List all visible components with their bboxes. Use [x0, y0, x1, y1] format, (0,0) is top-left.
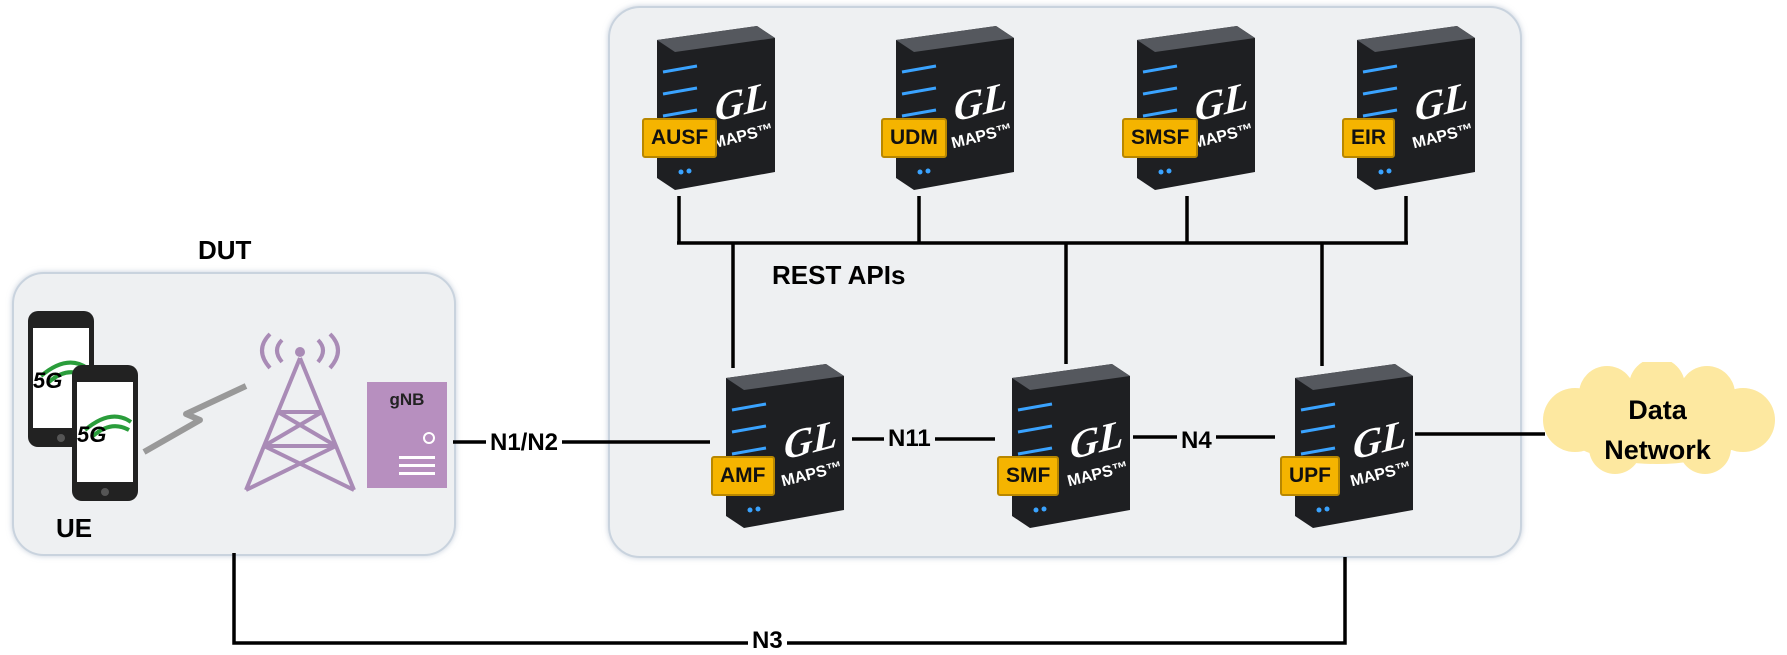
n3-label: N3: [748, 627, 787, 655]
dut-title: DUT: [198, 235, 252, 265]
rest-apis-label: REST APIs: [768, 260, 910, 291]
gnb-label: gNB: [389, 390, 425, 409]
ue-label: UE: [56, 513, 93, 543]
ausf-tag: AUSF: [642, 118, 718, 158]
amf-tag: AMF: [711, 456, 775, 496]
upf-tag: UPF: [1280, 456, 1340, 496]
udm-tag: UDM: [881, 118, 947, 158]
gnb-unit: gNB: [367, 382, 447, 488]
cell-tower-icon: [244, 332, 356, 492]
udm-server: GL MAPS™ UDM: [876, 22, 1016, 192]
cloud-icon: [1543, 362, 1775, 474]
smsf-server: GL MAPS™ SMSF: [1117, 22, 1257, 192]
phone-badge: 5G: [33, 368, 63, 393]
eir-server: GL MAPS™ EIR: [1337, 22, 1477, 192]
power-icon: [423, 432, 435, 444]
ausf-server: GL MAPS™ AUSF: [637, 22, 777, 192]
upf-server: GL MAPS™ UPF: [1275, 360, 1415, 530]
phone-icon: [72, 365, 138, 501]
smsf-tag: SMSF: [1122, 118, 1199, 158]
phone-badge: 5G: [77, 422, 107, 447]
vent-line: [399, 472, 435, 475]
data-network-label: Data Network: [1535, 390, 1780, 470]
smf-tag: SMF: [997, 456, 1060, 496]
eir-tag: EIR: [1342, 118, 1396, 158]
wireless-link-icon: [142, 383, 248, 455]
n1n2-label: N1/N2: [486, 429, 563, 457]
data-network-line1: Data: [1628, 395, 1687, 425]
amf-server: GL MAPS™ AMF: [706, 360, 846, 530]
data-network-line2: Network: [1604, 435, 1711, 465]
smf-server: GL MAPS™ SMF: [992, 360, 1132, 530]
vent-line: [399, 456, 435, 459]
n4-label: N4: [1177, 427, 1216, 455]
n11-label: N11: [884, 425, 935, 453]
vent-line: [399, 464, 435, 467]
